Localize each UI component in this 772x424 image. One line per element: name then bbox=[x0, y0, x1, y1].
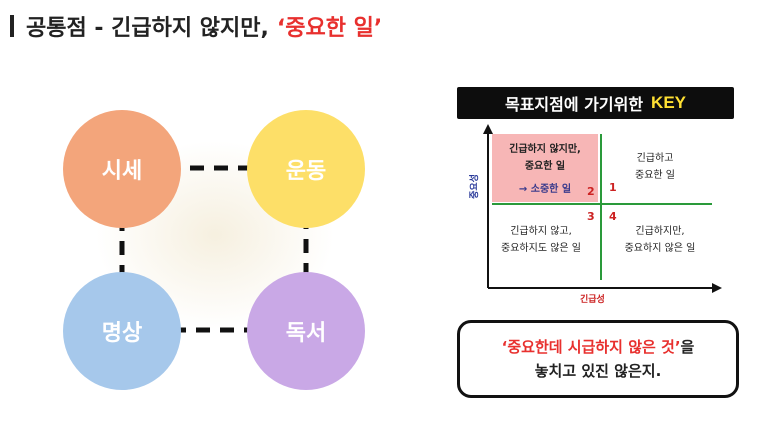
circle-undong-label: 운동 bbox=[285, 159, 327, 184]
circle-myeongsang: 명상 bbox=[63, 272, 181, 390]
quadrant-3-line1: 긴급하지 않고, bbox=[510, 226, 572, 237]
circle-myeongsang-label: 명상 bbox=[101, 321, 143, 346]
quadrant-number-2: 2 bbox=[587, 185, 595, 198]
note-box: ‘중요한데 시급하지 않은 것’을 놓치고 있진 않은지. bbox=[457, 320, 739, 398]
quadrant-1-arrow-text: → 소중한 일 bbox=[518, 184, 572, 195]
note-line1: ‘중요한데 시급하지 않은 것’을 bbox=[502, 335, 695, 359]
key-title-text: 목표지점에 가기위한 bbox=[504, 95, 644, 114]
key-title-bar: 목표지점에 가기위한 KEY bbox=[457, 87, 734, 119]
title-bar-mark bbox=[10, 15, 14, 37]
quadrant-4-line1: 긴급하지만, bbox=[635, 226, 685, 237]
quadrant-highlight bbox=[492, 134, 598, 202]
note-accent: ‘중요한데 시급하지 않은 것’ bbox=[501, 338, 681, 356]
title-accent: ‘중요한 일’ bbox=[276, 16, 383, 41]
quadrant-number-3: 3 bbox=[587, 210, 595, 223]
key-title-accent: KEY bbox=[651, 93, 687, 112]
quadrant-4-text: 긴급하지만, 중요하지 않은 일 bbox=[605, 223, 715, 257]
quadrant-number-1: 1 bbox=[609, 181, 617, 194]
circle-undong: 운동 bbox=[247, 110, 365, 228]
quadrant-2-text: 긴급하고 중요한 일 bbox=[605, 150, 705, 184]
quadrant-3-text: 긴급하지 않고, 중요하지도 않은 일 bbox=[485, 223, 597, 257]
circle-dokseo-label: 독서 bbox=[285, 321, 327, 346]
title-text: 공통점 - 긴급하지 않지만, bbox=[26, 16, 269, 41]
note-line2: 놓치고 있진 않은지. bbox=[534, 362, 662, 380]
quadrant-number-4: 4 bbox=[609, 210, 617, 223]
quadrant-2-line1: 긴급하고 bbox=[636, 153, 674, 164]
quadrant-1-line2: 중요한 일 bbox=[524, 161, 566, 172]
note-after-accent: 을 bbox=[680, 338, 695, 356]
circle-sise: 시세 bbox=[63, 110, 181, 228]
quadrant-3-line2: 중요하지도 않은 일 bbox=[501, 243, 581, 254]
y-axis-label: 중요성 bbox=[469, 174, 480, 199]
circle-dokseo: 독서 bbox=[247, 272, 365, 390]
dashed-ring-path bbox=[119, 165, 309, 333]
quadrant-1-line1: 긴급하지 않지만, bbox=[509, 144, 581, 155]
x-axis-label: 긴급성 bbox=[580, 295, 605, 305]
quadrant-2-line2: 중요한 일 bbox=[635, 170, 675, 181]
x-axis-arrow bbox=[712, 283, 722, 293]
quadrant-4-line2: 중요하지 않은 일 bbox=[624, 243, 696, 254]
circle-sise-label: 시세 bbox=[101, 159, 143, 184]
quadrant-1-text: 긴급하지 않지만, 중요한 일 bbox=[492, 141, 598, 175]
y-axis-arrow bbox=[483, 124, 493, 134]
page-title: 공통점 - 긴급하지 않지만, ‘중요한 일’ bbox=[10, 8, 382, 44]
